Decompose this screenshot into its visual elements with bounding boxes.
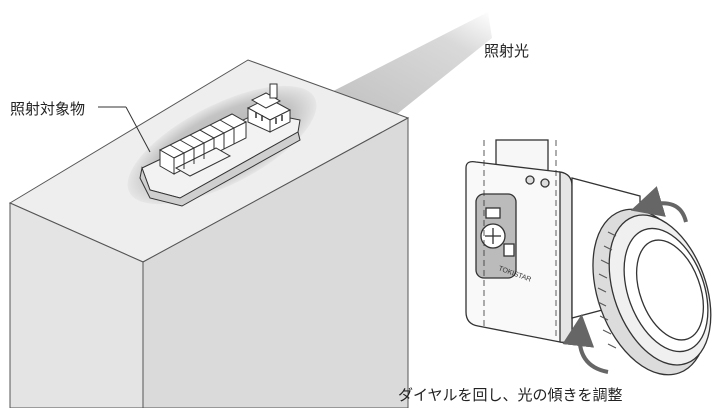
rotate-arrow-bottom: [562, 314, 609, 374]
target-leader-line-2: [125, 106, 151, 153]
light-beam: [300, 12, 492, 118]
light-label: 照射光: [484, 42, 530, 60]
control-button-icon: [503, 243, 515, 257]
cargo-containers: [158, 113, 248, 177]
top-knob-icon-2: [540, 178, 550, 188]
box-front-face: [9, 202, 144, 408]
ship-bridge: [246, 83, 292, 133]
light-device: TOKISTAR: [465, 139, 712, 376]
rotate-arrow-top: [630, 186, 688, 223]
container-ship: [139, 83, 301, 207]
top-knob-icon: [525, 175, 535, 185]
box-side-face: [142, 117, 409, 408]
dial-caption: ダイヤルを回し、光の傾きを調整: [398, 386, 623, 404]
target-label: 照射対象物: [10, 100, 86, 118]
lens-dial: [592, 208, 712, 376]
